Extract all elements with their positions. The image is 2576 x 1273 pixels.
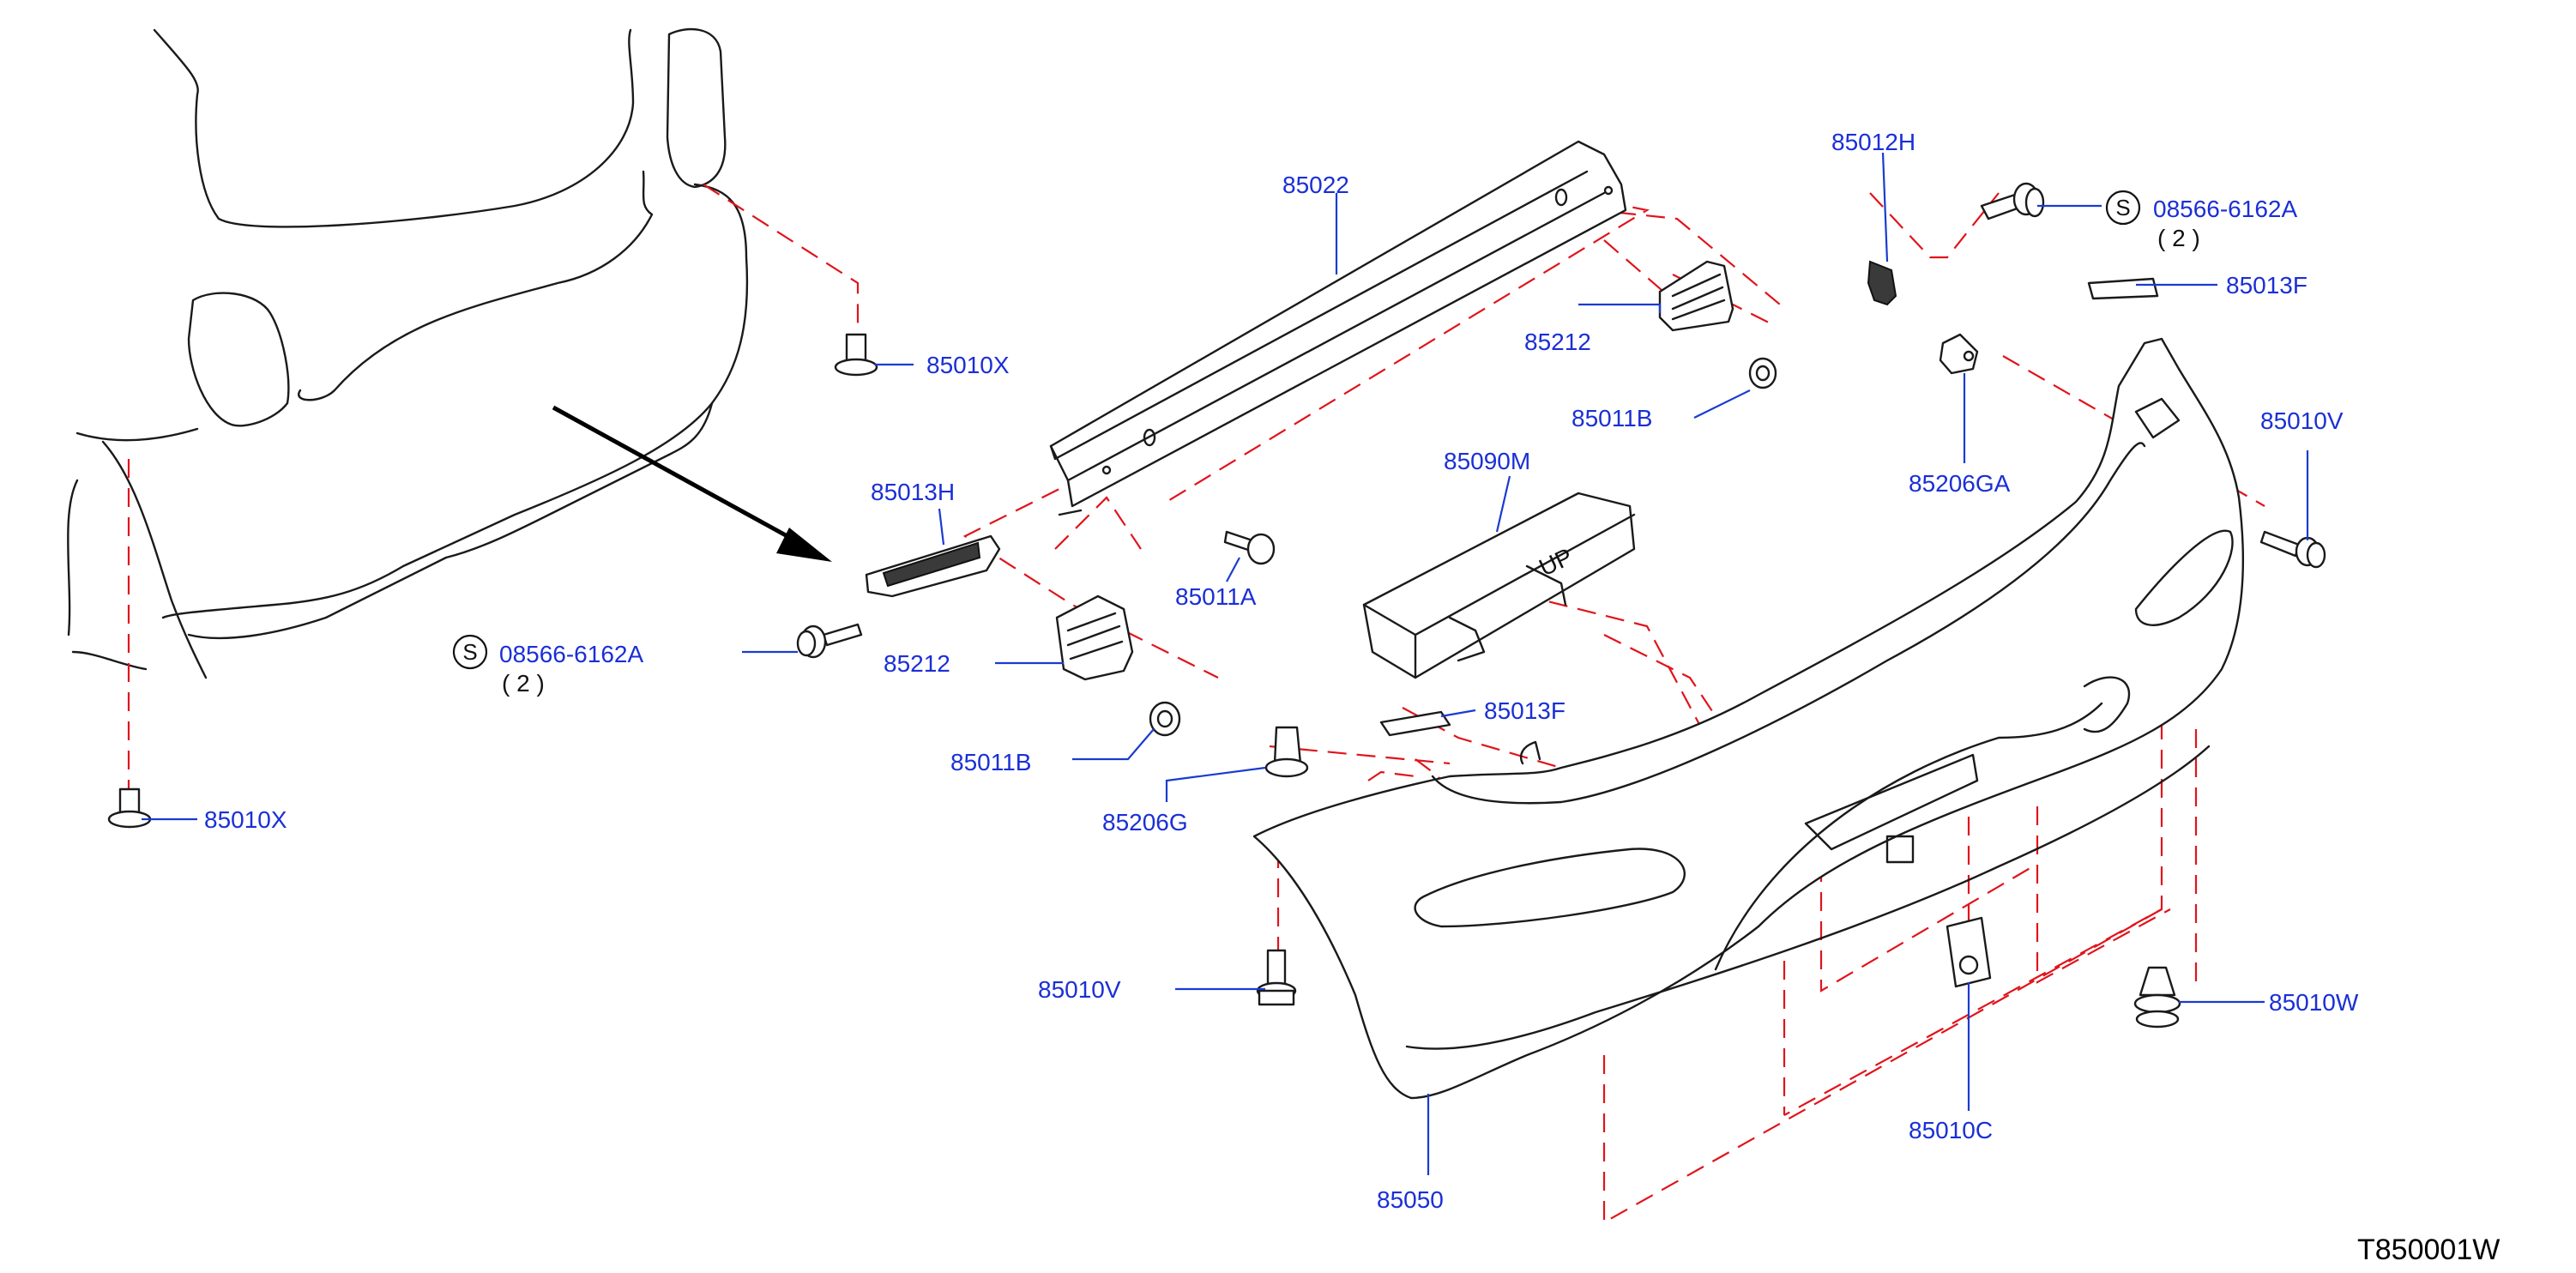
callout-85010C: 85010C: [1909, 1117, 1993, 1143]
nut-85011B-mid: [1149, 701, 1181, 737]
callout-85212-top: 85212: [1524, 329, 1591, 355]
bolt-85010V-right: [2259, 530, 2326, 569]
callout-85013F-mid: 85013F: [1484, 697, 1566, 724]
standard-part-symbol-left: S: [452, 634, 488, 670]
bolt-85011A: [1223, 530, 1276, 565]
callout-85011B-mid: 85011B: [950, 749, 1031, 775]
callout-85206G: 85206G: [1102, 809, 1188, 836]
bolt-85010V-left: [1256, 949, 1297, 1006]
callout-85012H: 85012H: [1831, 129, 1915, 155]
svg-text:S: S: [2115, 195, 2130, 220]
callouts: 85022 85012H S 08566-6162A ( 2 ) 85013F …: [204, 129, 2359, 1213]
callout-85013H: 85013H: [871, 479, 955, 505]
clip-85010X-top: [834, 333, 878, 377]
retainer-85010C: [1946, 916, 1992, 988]
quantity-left: ( 2 ): [502, 670, 545, 697]
label-85013F-mid: [1379, 710, 1451, 737]
energy-absorber-85090M: UP: [1362, 492, 1636, 679]
clip-85206GA: [1939, 333, 1979, 375]
callout-85011B-top: 85011B: [1572, 405, 1652, 431]
label-85013F-top: [2087, 277, 2159, 300]
bracket-85012H: [1867, 260, 1897, 306]
clip-85010W: [2133, 966, 2181, 1029]
callout-08566-6162A-top: 08566-6162A: [2153, 196, 2297, 222]
callout-85010V-right: 85010V: [2260, 407, 2344, 434]
quantity-top: ( 2 ): [2157, 225, 2200, 251]
screw-08566-left: [796, 623, 863, 659]
callout-85010V-left: 85010V: [1038, 976, 1121, 1003]
callout-08566-6162A-left: 08566-6162A: [499, 641, 643, 667]
nut-85011B-top: [1748, 357, 1777, 389]
callout-85010W: 85010W: [2269, 989, 2359, 1016]
bracket-85212-top: [1658, 260, 1734, 332]
rear-bumper-reinforcement: [1049, 140, 1627, 516]
bracket-85013H: [865, 534, 1001, 598]
callout-85013F-top: 85013F: [2226, 272, 2308, 299]
callout-85212-mid: 85212: [884, 650, 950, 677]
callout-85011A: 85011A: [1175, 583, 1257, 610]
bracket-85212-mid: [1055, 594, 1134, 681]
clip-85206G: [1264, 726, 1309, 778]
callout-85010X-left: 85010X: [204, 806, 287, 833]
callout-85010X-top: 85010X: [926, 352, 1010, 378]
callout-85090M: 85090M: [1444, 448, 1530, 474]
direction-arrow: [552, 405, 832, 562]
vehicle-body-outline: [67, 27, 749, 679]
svg-text:S: S: [462, 639, 477, 665]
callout-85206GA: 85206GA: [1909, 470, 2011, 497]
standard-part-symbol-top: S: [2105, 190, 2141, 226]
rear-bumper-fascia-85050: [1252, 337, 2245, 1100]
leader-lines: [142, 152, 2309, 1175]
figure-number: T850001W: [2357, 1234, 2500, 1266]
callout-85050: 85050: [1377, 1186, 1444, 1213]
callout-85022: 85022: [1282, 172, 1349, 198]
clip-85010X-left: [107, 787, 152, 829]
screw-08566-top: [1980, 182, 2045, 220]
